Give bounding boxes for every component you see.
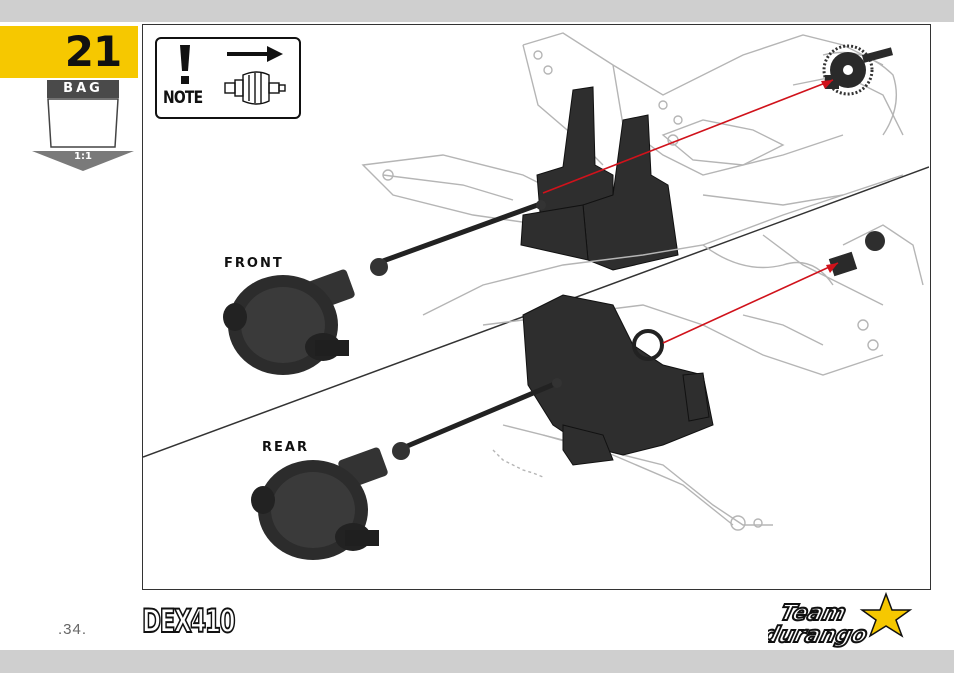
model-logo: DEX410 bbox=[142, 600, 220, 642]
page-number: .34. bbox=[58, 621, 87, 638]
rear-gearbox bbox=[523, 295, 713, 465]
rear-guide-line bbox=[663, 263, 838, 343]
svg-text:durango: durango bbox=[768, 622, 870, 648]
step-number: 21 bbox=[48, 26, 138, 78]
exclamation-icon bbox=[180, 45, 190, 84]
note-label: NOTE bbox=[163, 88, 202, 108]
front-differential bbox=[223, 268, 356, 375]
bag-label: BAG bbox=[47, 80, 119, 98]
front-bulkhead bbox=[521, 87, 678, 270]
bag-icon bbox=[47, 98, 119, 148]
front-label: FRONT bbox=[224, 256, 284, 271]
arrow-right-icon bbox=[227, 46, 283, 62]
rear-label: REAR bbox=[262, 440, 309, 455]
differential-icon bbox=[225, 72, 285, 104]
rear-differential bbox=[251, 446, 389, 560]
brand-logo-icon: Team durango bbox=[768, 592, 924, 648]
rear-driveshaft bbox=[392, 378, 562, 460]
scale-label: 1:1 bbox=[32, 150, 134, 164]
